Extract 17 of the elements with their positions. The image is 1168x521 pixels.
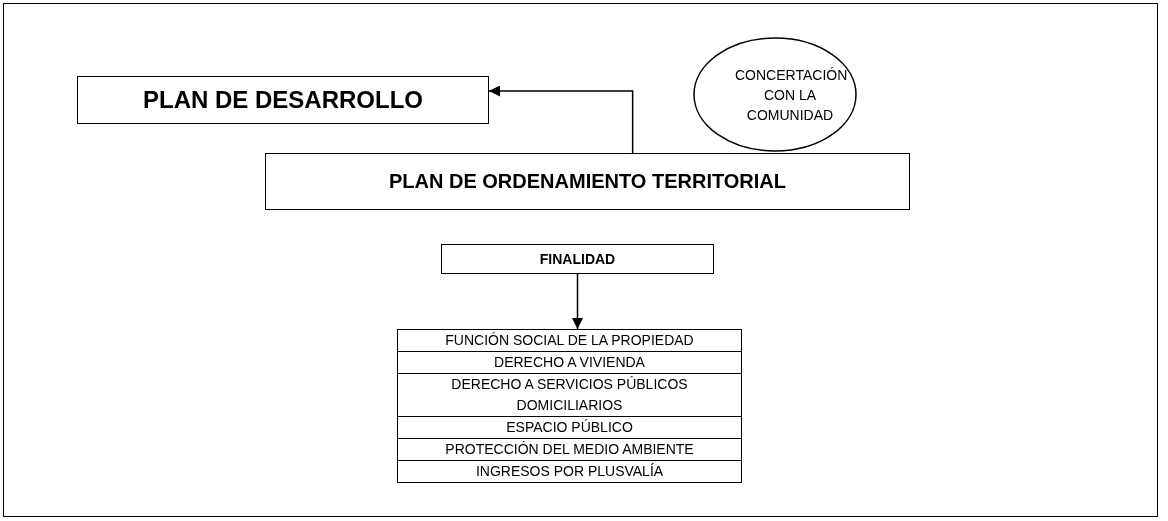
- table-row: DERECHO A VIVIENDA: [397, 351, 742, 373]
- node-label: CONCERTACIÓN CON LA COMUNIDAD: [735, 65, 845, 125]
- process-box: [265, 153, 910, 210]
- process-box: [441, 244, 714, 274]
- arrow: [488, 85, 634, 154]
- arrow: [572, 273, 583, 330]
- box-title: PLAN DE DESARROLLO: [143, 86, 423, 114]
- table-row: FUNCIÓN SOCIAL DE LA PROPIEDAD: [397, 330, 742, 351]
- table-row: INGRESOS POR PLUSVALÍA: [397, 460, 742, 482]
- box-title: FINALIDAD: [539, 251, 616, 267]
- table-row: PROTECCIÓN DEL MEDIO AMBIENTE: [397, 438, 742, 460]
- ellipse-node: [693, 37, 857, 152]
- table-row: DERECHO A SERVICIOS PÚBLICOS DOMICILIARIOS: [397, 373, 742, 416]
- box-title: PLAN DE ORDENAMIENTO TERRITORIAL: [388, 170, 787, 193]
- list-table: [397, 329, 742, 483]
- table-row: ESPACIO PÚBLICO: [397, 416, 742, 438]
- process-box: [77, 76, 489, 124]
